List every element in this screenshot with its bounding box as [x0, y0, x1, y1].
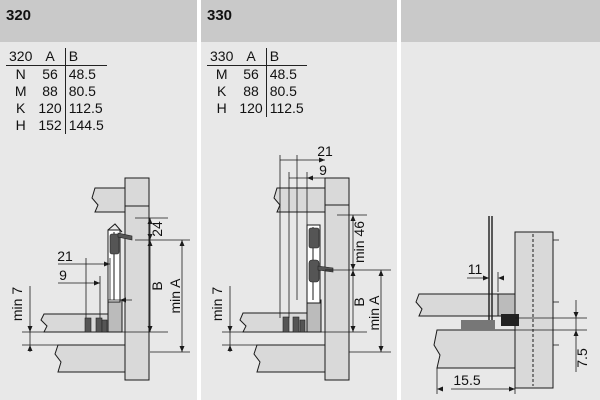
top-board: [273, 187, 326, 213]
panel-320: 320 320 A B N 56 48.5 M 88 80.5 K 120 11…: [0, 0, 197, 400]
dimension-label-9: 9: [59, 267, 67, 283]
table-cell: 56: [42, 66, 58, 82]
runner-rail: [107, 299, 123, 333]
panel-330: 330 330 A B M 56 48.5 K 88 80.5 H 120 11…: [201, 0, 397, 400]
table-cell: 80.5: [64, 83, 107, 100]
fixing-screw: [95, 317, 103, 333]
runner-clip: [308, 259, 320, 283]
table-cell: 120: [239, 100, 263, 116]
panel-detail: 11 7.5 15.5: [401, 0, 600, 400]
table-row: H 120 112.5: [207, 100, 307, 117]
dimension-label-21: 21: [317, 143, 333, 159]
screw: [117, 232, 133, 241]
top-board: [91, 187, 126, 213]
table-cell: 152: [38, 117, 62, 133]
shelf-board: [54, 344, 126, 373]
table-header-row: 320 A B: [6, 48, 107, 66]
cabinet-side-wall: [514, 231, 554, 389]
runner-rail: [306, 299, 322, 333]
bracket: [461, 320, 495, 330]
table-cell: M: [215, 66, 228, 82]
dimension-label-11: 11: [468, 261, 483, 277]
table-header-cell: A: [35, 48, 66, 66]
table-cell: 88: [42, 83, 58, 99]
panel-title: 320: [6, 7, 32, 24]
table-cell: 112.5: [64, 100, 107, 117]
dimension-label-min-7: min 7: [9, 287, 25, 321]
drawer-runner-diagram-320: 24 B min A 21 9 min 7: [9, 177, 190, 381]
panel-header: [401, 0, 600, 42]
table-cell: 80.5: [265, 83, 307, 100]
fixing-screw: [292, 316, 300, 333]
dimension-label-15-5: 15.5: [453, 372, 480, 388]
table-row: M 88 80.5: [6, 83, 107, 100]
panel-header: 320: [0, 0, 197, 42]
drawer-bottom: [415, 293, 499, 317]
cabinet-side-wall: [124, 177, 150, 381]
table-cell: 48.5: [64, 65, 107, 83]
dimension-label-min-7: min 7: [209, 287, 225, 321]
dimension-label-B: B: [149, 281, 165, 290]
runner-clip: [308, 227, 320, 249]
panel-title: 330: [207, 7, 233, 24]
shelf-board: [433, 329, 516, 369]
dimension-label-min-46: min 46: [351, 221, 367, 263]
dimension-label-21: 21: [57, 248, 73, 264]
table-row: N 56 48.5: [6, 65, 107, 83]
drawer-runner-detail-diagram: 11 7.5 15.5: [415, 216, 590, 394]
table-cell: K: [217, 83, 227, 99]
fixing-screw: [299, 319, 306, 333]
runner-block: [497, 293, 516, 317]
dimension-label-24: 24: [149, 221, 165, 237]
cabinet-side-wall: [324, 177, 350, 381]
dimension-label-9: 9: [319, 162, 327, 178]
table-header-cell: 320: [6, 48, 36, 66]
table-cell: M: [14, 83, 27, 99]
screw: [317, 265, 334, 273]
table-cell: N: [15, 66, 26, 82]
table-cell: H: [15, 117, 26, 133]
locking-device: [501, 314, 519, 326]
table-header-row: 330 A B: [207, 48, 307, 66]
dimension-label-min-A: min A: [366, 295, 382, 331]
fixing-screw: [282, 316, 290, 333]
profile-hook: [107, 223, 123, 233]
table-cell: 88: [243, 83, 259, 99]
table-header-cell: B: [64, 48, 107, 66]
dimension-table: 320 A B N 56 48.5 M 88 80.5 K 120 112.5 …: [6, 48, 107, 134]
table-row: K 88 80.5: [207, 83, 307, 100]
table-cell: 144.5: [64, 117, 107, 134]
dimension-table: 330 A B M 56 48.5 K 88 80.5 H 120 112.5: [207, 48, 307, 117]
table-cell: K: [16, 100, 26, 116]
table-cell: H: [216, 100, 227, 116]
table-header-cell: 330: [207, 48, 237, 66]
table-row: K 120 112.5: [6, 100, 107, 117]
table-header-cell: A: [236, 48, 267, 66]
fixing-screw: [101, 319, 108, 333]
drawer-runner-diagram-330: 21 9 min 46 B min A min 7: [209, 143, 391, 381]
table-cell: 120: [38, 100, 62, 116]
table-header-cell: B: [265, 48, 307, 66]
table-cell: 112.5: [265, 100, 307, 117]
table-cell: 48.5: [265, 65, 307, 83]
table-row: H 152 144.5: [6, 117, 107, 134]
dimension-label-min-A: min A: [167, 278, 183, 314]
fixing-screw: [84, 317, 92, 333]
runner-clip: [109, 233, 120, 255]
dimension-label-B: B: [351, 297, 367, 306]
dimension-label-7-5: 7.5: [574, 348, 590, 368]
table-row: M 56 48.5: [207, 65, 307, 83]
panel-header: 330: [201, 0, 397, 42]
shelf-board: [253, 344, 326, 373]
table-cell: 56: [243, 66, 259, 82]
